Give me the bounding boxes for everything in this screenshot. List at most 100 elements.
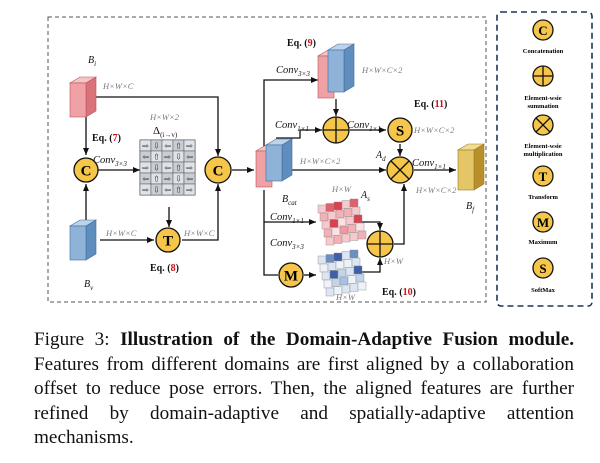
svg-text:⇦: ⇦ — [142, 153, 149, 162]
conv3x3-label-spatial: Conv3×3 — [270, 238, 304, 251]
caption-title: Illustration of the Domain-Adaptive Fusi… — [120, 329, 575, 350]
conv3x3-label-offset: Conv3×3 — [93, 155, 127, 168]
sum-dim: H×W — [383, 256, 404, 266]
svg-text:⇩: ⇩ — [153, 164, 160, 173]
svg-text:⇧: ⇧ — [175, 186, 182, 195]
svg-text:C: C — [81, 164, 92, 180]
b-f-label: Bf — [466, 201, 475, 214]
b-v-dim: H×W×C — [105, 228, 137, 238]
svg-text:⇩: ⇩ — [175, 153, 182, 162]
svg-text:⇨: ⇨ — [186, 186, 193, 195]
svg-text:⇨: ⇨ — [142, 164, 149, 173]
conv1x1-label-mid: Conv1×1 — [347, 120, 381, 133]
b-v-feature-block — [68, 219, 98, 261]
spatial-attention-map-blue — [317, 249, 367, 297]
svg-text:M: M — [284, 269, 298, 285]
concat-op-large: C — [204, 156, 232, 184]
caption-body: Features from different domains are firs… — [34, 353, 574, 449]
eq9-label: Eq. (9) — [287, 38, 316, 49]
red-map-dim: H×W — [331, 184, 352, 194]
offset-grid: ⇨ ⇩ ⇦ ⇧ ⇨ ⇦ ⇧ ⇨ ⇩ ⇦ ⇨ ⇩ ⇦ ⇧ ⇨ ⇦ ⇧ ⇨ ⇩ ⇦ ⇨ ⇩ ⇦ ⇧ ⇨ — [139, 139, 196, 196]
eq11-label: Eq. (11) — [414, 99, 447, 110]
conv1x1-label-output: Conv1×1 — [412, 158, 446, 171]
legend-concat-label: Concatenation — [523, 48, 564, 55]
svg-text:⇦: ⇦ — [142, 175, 149, 184]
svg-text:S: S — [539, 261, 546, 276]
connections — [83, 77, 456, 278]
transform-op: T — [155, 227, 181, 253]
domain-attention-block — [316, 43, 356, 99]
svg-text:⇦: ⇦ — [164, 164, 171, 173]
legend-border — [496, 11, 593, 307]
offset-label: Δ(i→v) — [153, 125, 178, 139]
svg-text:⇩: ⇩ — [153, 186, 160, 195]
svg-text:C: C — [538, 23, 547, 38]
spatial-attention-map-red — [317, 198, 367, 246]
legend-sum-icon — [532, 65, 554, 87]
svg-text:⇦: ⇦ — [164, 186, 171, 195]
legend-maximum-icon: M — [532, 211, 554, 233]
svg-text:⇨: ⇨ — [164, 175, 171, 184]
concat-op-small: C — [73, 157, 99, 183]
a-s-label: As — [360, 190, 370, 203]
legend-softmax-icon: S — [532, 257, 554, 279]
legend-transform-icon: T — [532, 165, 554, 187]
svg-text:S: S — [396, 124, 404, 140]
b-cat-feature-block — [254, 138, 294, 188]
svg-text:T: T — [539, 169, 548, 184]
svg-text:⇨: ⇨ — [186, 164, 193, 173]
svg-text:⇩: ⇩ — [175, 175, 182, 184]
summation-op-bottom — [366, 230, 394, 258]
svg-text:C: C — [213, 164, 224, 180]
maximum-op: M — [278, 262, 304, 288]
legend-mult-icon — [532, 114, 554, 136]
conv3x3-label-top: Conv3×3 — [276, 65, 310, 78]
figure-caption: Figure 3: Illustration of the Domain-Ada… — [34, 328, 574, 451]
module-border — [47, 16, 487, 303]
a-d-label: Ad — [375, 150, 386, 163]
svg-text:⇦: ⇦ — [186, 175, 193, 184]
svg-text:⇧: ⇧ — [153, 153, 160, 162]
b-cat-label: Bcat — [282, 194, 298, 207]
svg-text:⇦: ⇦ — [164, 142, 171, 151]
legend-softmax-label: SoftMax — [531, 287, 556, 294]
svg-text:⇧: ⇧ — [175, 142, 182, 151]
output-dim: H×W×C×2 — [415, 185, 457, 195]
svg-text:⇦: ⇦ — [186, 153, 193, 162]
svg-text:T: T — [163, 234, 173, 250]
blue-map-dim: H×W — [335, 292, 356, 302]
svg-text:⇧: ⇧ — [153, 175, 160, 184]
conv1x1-label-spatial: Conv1×1 — [270, 212, 304, 225]
legend-maximum-label: Maximum — [529, 239, 558, 246]
b-i-label: Bi — [88, 55, 96, 68]
b-v-label: Bv — [84, 279, 94, 292]
b-i-feature-block — [68, 76, 98, 118]
svg-text:⇨: ⇨ — [186, 142, 193, 151]
svg-text:⇨: ⇨ — [142, 186, 149, 195]
summation-op-top — [322, 116, 350, 144]
softmax-dim: H×W×C×2 — [413, 125, 455, 135]
svg-text:⇨: ⇨ — [164, 153, 171, 162]
caption-prefix: Figure 3: — [34, 329, 121, 350]
b-cat-dim: H×W×C×2 — [299, 156, 341, 166]
svg-text:M: M — [537, 215, 549, 230]
svg-text:⇨: ⇨ — [142, 142, 149, 151]
b-i-dim: H×W×C — [102, 81, 134, 91]
legend-concat-icon: C — [532, 19, 554, 41]
eq8-label: Eq. (8) — [150, 263, 179, 274]
svg-text:⇧: ⇧ — [175, 164, 182, 173]
eq10-label: Eq. (10) — [382, 287, 416, 298]
b-f-feature-block — [456, 143, 486, 191]
svg-text:⇩: ⇩ — [153, 142, 160, 151]
conv1x1-label-left: Conv1×1 — [275, 120, 309, 133]
top-cube-dim: H×W×C×2 — [361, 65, 403, 75]
aligned-dim: H×W×C — [183, 228, 215, 238]
multiplication-op — [386, 156, 414, 184]
legend-transform-label: Transform — [528, 194, 558, 201]
softmax-op: S — [387, 117, 413, 143]
offset-dim: H×W×2 — [149, 112, 180, 122]
